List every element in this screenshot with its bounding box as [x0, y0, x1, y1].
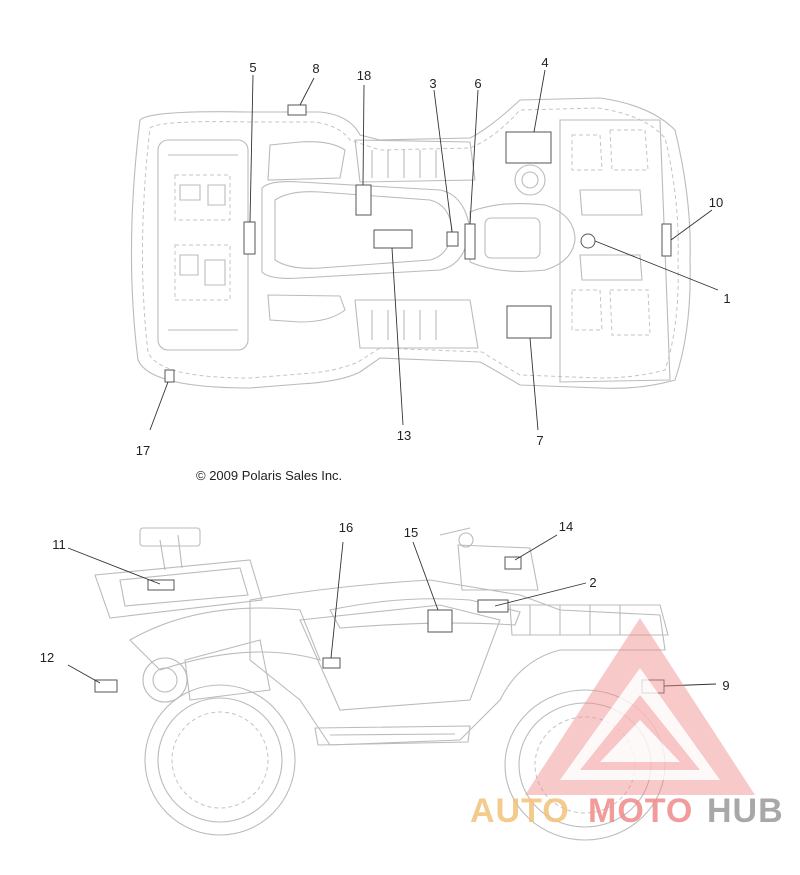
leaders-top-view: [149, 69, 719, 431]
decal-3: [446, 231, 459, 247]
decal-1: [580, 233, 596, 249]
watermark-logo: AUTO MOTO HUB: [470, 618, 784, 830]
decal-15: [427, 609, 453, 633]
callout-2: 2: [589, 575, 596, 590]
decal-5: [243, 221, 256, 255]
callout-1: 1: [723, 291, 730, 306]
callout-7: 7: [536, 433, 543, 448]
decal-13: [373, 229, 413, 249]
decal-6: [464, 223, 476, 260]
callout-8: 8: [312, 61, 319, 76]
callout-15: 15: [404, 525, 418, 540]
callout-16: 16: [339, 520, 353, 535]
callout-11: 11: [52, 537, 66, 552]
callout-labels: 1 2 3 4 5 6 7 8 9 10 11 12 13 14 15 16 1…: [40, 55, 731, 693]
atv-top-view: [130, 97, 691, 389]
callout-17: 17: [136, 443, 150, 458]
decal-11: [147, 579, 175, 591]
watermark-hub: HUB: [707, 792, 784, 830]
decal-2: [477, 599, 509, 613]
watermark-moto: MOTO: [588, 792, 693, 830]
callout-10: 10: [709, 195, 723, 210]
decals-top-view: [164, 104, 672, 383]
callout-12: 12: [40, 650, 54, 665]
callout-18: 18: [357, 68, 371, 83]
decal-16: [322, 657, 341, 669]
callout-3: 3: [429, 76, 436, 91]
decal-10: [661, 223, 672, 257]
watermark-auto: AUTO: [470, 792, 570, 830]
decal-8: [287, 104, 307, 116]
decal-7: [506, 305, 552, 339]
decal-14: [504, 556, 522, 570]
callout-14: 14: [559, 519, 573, 534]
callout-6: 6: [474, 76, 481, 91]
decal-4: [505, 131, 552, 164]
callout-4: 4: [541, 55, 548, 70]
decal-17: [164, 369, 175, 383]
callout-9: 9: [722, 678, 729, 693]
leaders-side-view: [67, 534, 717, 687]
callout-13: 13: [397, 428, 411, 443]
decal-12: [94, 679, 118, 693]
copyright-notice: © 2009 Polaris Sales Inc.: [196, 468, 342, 483]
callout-5: 5: [249, 60, 256, 75]
decal-18: [355, 184, 372, 216]
